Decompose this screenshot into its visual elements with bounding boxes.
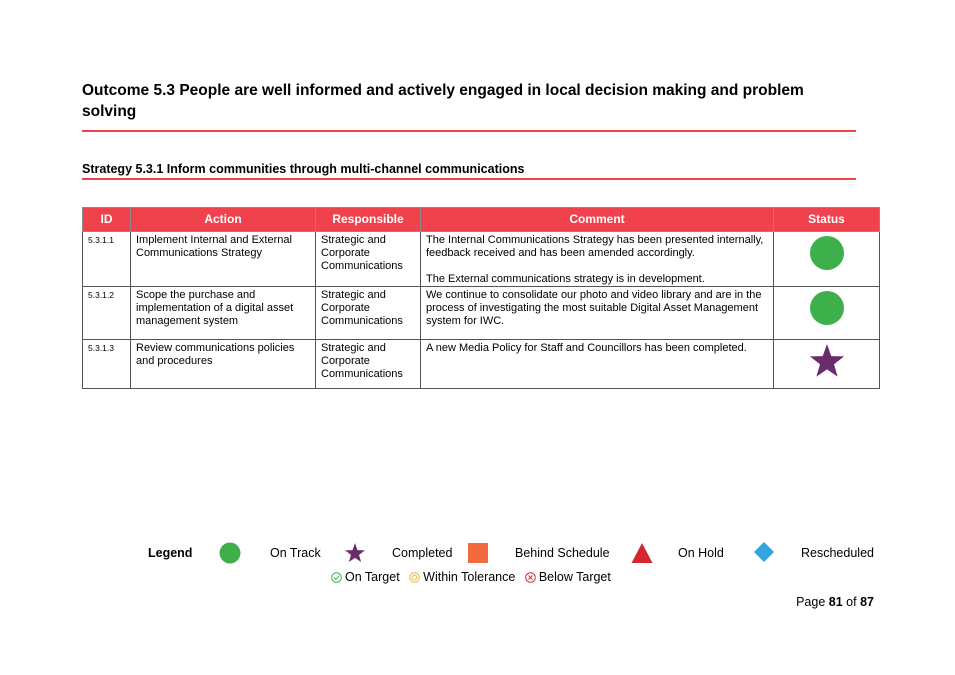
row-action: Implement Internal and External Communic… [130,231,316,287]
header-responsible: Responsible [315,207,421,232]
on-track-icon [219,542,241,564]
outcome-title: Outcome 5.3 People are well informed and… [82,82,804,120]
header-status: Status [773,207,880,232]
row-responsible: Strategic and Corporate Communications [315,231,421,287]
on-track-icon [809,291,844,325]
tolerance-below-label: Below Target [538,570,611,584]
cross-circle-icon [525,571,536,583]
rescheduled-diamond-icon [754,542,774,562]
behind-schedule-square-icon [468,543,488,563]
table-row: 5.3.1.3 Review communications policies a… [82,339,880,389]
strategy-divider [82,178,856,180]
on-hold-triangle-icon [631,543,653,563]
on-track-icon [809,236,844,270]
row-responsible: Strategic and Corporate Communications [315,339,421,389]
legend-completed: Completed [392,546,453,560]
tolerance-on-target: On Target [331,570,400,584]
outcome-divider [82,130,856,132]
strategy-title: Strategy 5.3.1 Inform communities throug… [82,162,525,176]
tolerance-on-target-label: On Target [345,570,400,584]
row-comment-text: The Internal Communications Strategy has… [426,234,764,259]
table-row: 5.3.1.2 Scope the purchase and implement… [82,286,880,340]
check-circle-icon [331,571,342,583]
row-comment: We continue to consolidate our photo and… [420,286,774,340]
tolerance-within: Within Tolerance [409,570,515,584]
row-status [773,286,880,340]
row-action: Review communications policies and proce… [130,339,316,389]
row-action: Scope the purchase and implementation of… [130,286,316,340]
row-comment: A new Media Policy for Staff and Council… [420,339,774,389]
page-number: 81 [828,595,843,609]
completed-star-icon [345,543,365,563]
legend-label: Legend [148,546,193,560]
page-prefix: Page [796,595,826,609]
table-row: 5.3.1.1 Implement Internal and External … [82,231,880,287]
neutral-circle-icon [409,571,420,583]
legend-on-track: On Track [270,546,321,560]
legend-behind-schedule: Behind Schedule [515,546,610,560]
row-status [773,231,880,287]
tolerance-legend: On Target Within Tolerance Below Target [331,570,617,586]
row-id: 5.3.1.2 [82,286,131,340]
row-responsible: Strategic and Corporate Communications [315,286,421,340]
header-comment: Comment [420,207,774,232]
legend: Legend On Track Completed Behind Schedul… [148,541,878,567]
row-comment: The Internal Communications Strategy has… [420,231,774,287]
tolerance-below: Below Target [525,570,611,584]
header-action: Action [130,207,316,232]
row-status [773,339,880,389]
tolerance-within-label: Within Tolerance [423,570,516,584]
legend-rescheduled: Rescheduled [801,546,874,560]
header-id: ID [82,207,131,232]
page-total: 87 [860,595,874,609]
row-id: 5.3.1.3 [82,339,131,389]
row-id: 5.3.1.1 [82,231,131,287]
page-footer: Page 81 of 87 [796,595,874,609]
page-of: of [846,595,857,609]
row-comment-text-2: The External communications strategy is … [426,273,705,285]
actions-table: ID Action Responsible Comment Status 5.3… [82,207,880,389]
table-header-row: ID Action Responsible Comment Status [82,207,880,232]
completed-star-icon [809,344,844,377]
legend-on-hold: On Hold [678,546,724,560]
